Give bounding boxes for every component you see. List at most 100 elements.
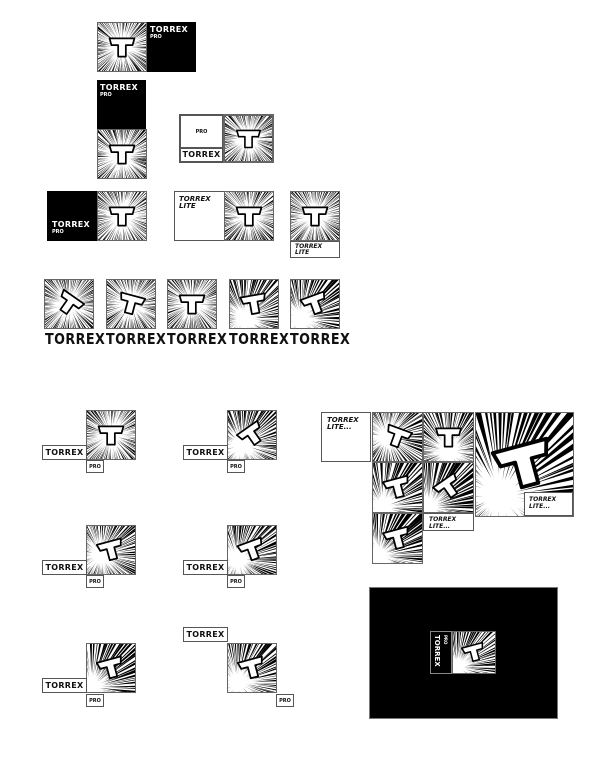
logo-tile bbox=[97, 22, 147, 72]
logo-tile bbox=[86, 410, 136, 460]
logo-tile bbox=[44, 279, 94, 329]
t-logo-icon bbox=[108, 37, 136, 58]
brand-label-box: TORREX bbox=[42, 560, 87, 575]
speed-lines-burst bbox=[45, 280, 93, 328]
brand-text: TORREX bbox=[150, 25, 189, 34]
brand-text: TORREX bbox=[327, 416, 359, 424]
logo-tile bbox=[229, 279, 279, 329]
t-logo-icon bbox=[387, 423, 414, 449]
speed-lines-burst bbox=[453, 632, 495, 673]
pro-label-box: PRO bbox=[276, 694, 294, 707]
speed-lines-burst bbox=[228, 644, 276, 692]
t-logo-icon bbox=[235, 206, 263, 227]
t-logo-icon bbox=[490, 436, 549, 490]
brand-label-box: TORREX bbox=[179, 147, 224, 163]
brand-text: TORREX bbox=[429, 516, 457, 523]
t-logo-icon bbox=[301, 206, 329, 227]
lite-text: LITE... bbox=[429, 523, 451, 530]
speed-lines-burst bbox=[225, 192, 273, 240]
brand-label-box: TORREX bbox=[42, 678, 87, 693]
t-logo-icon bbox=[299, 290, 326, 316]
speed-lines-burst bbox=[225, 116, 272, 161]
logo-tile bbox=[290, 279, 340, 329]
speed-lines-burst bbox=[87, 526, 135, 574]
speed-lines-burst bbox=[291, 192, 339, 240]
label-panel: PRO TORREX bbox=[430, 631, 452, 674]
t-logo-icon bbox=[95, 655, 122, 680]
t-logo-icon bbox=[235, 129, 262, 149]
t-logo-icon bbox=[120, 291, 147, 316]
t-logo-icon bbox=[59, 288, 86, 315]
t-logo-icon bbox=[178, 294, 206, 315]
brand-wordmark: TORREX bbox=[290, 330, 351, 348]
speed-lines-burst bbox=[98, 130, 146, 178]
t-logo-icon bbox=[382, 525, 409, 550]
logo-tile bbox=[452, 631, 496, 674]
brand-text: TORREX bbox=[100, 83, 139, 92]
logo-tile bbox=[372, 412, 423, 462]
pro-text: PRO bbox=[150, 34, 162, 40]
speed-lines-burst bbox=[168, 280, 216, 328]
speed-lines-burst bbox=[87, 411, 135, 459]
pro-label-box: PRO bbox=[227, 460, 245, 473]
lite-text: LITE bbox=[179, 202, 196, 210]
t-logo-icon bbox=[235, 419, 262, 446]
t-logo-icon bbox=[432, 472, 459, 499]
speed-lines-burst bbox=[291, 280, 339, 328]
brand-wordmark: TORREX bbox=[45, 330, 106, 348]
brand-text: TORREX bbox=[295, 243, 323, 250]
logo-tile bbox=[97, 191, 147, 241]
t-logo-icon bbox=[239, 292, 266, 315]
brand-text: TORREX bbox=[52, 220, 91, 229]
logo-tile bbox=[372, 462, 423, 513]
pro-text: PRO bbox=[443, 635, 448, 645]
logo-tile bbox=[224, 191, 274, 241]
logo-tile bbox=[290, 191, 340, 241]
t-logo-icon bbox=[236, 536, 263, 562]
brand-wordmark: TORREX bbox=[167, 330, 228, 348]
logo-tile bbox=[167, 279, 217, 329]
logo-tile bbox=[97, 129, 147, 179]
lite-text: LITE bbox=[295, 249, 310, 256]
pro-label-box: PRO bbox=[227, 575, 245, 588]
speed-lines-burst bbox=[98, 23, 146, 71]
brand-text: TORREX bbox=[179, 195, 211, 203]
brand-wordmark: TORREX bbox=[106, 330, 167, 348]
logo-tile bbox=[372, 513, 423, 564]
logo-tile bbox=[227, 410, 277, 460]
speed-lines-burst bbox=[424, 463, 473, 512]
brand-text: TORREX bbox=[529, 496, 557, 503]
pro-text: PRO bbox=[100, 92, 112, 98]
speed-lines-burst bbox=[228, 411, 276, 459]
logo-tile bbox=[106, 279, 156, 329]
lite-text: LITE... bbox=[529, 503, 551, 510]
logo-tile bbox=[86, 525, 136, 575]
brand-label-box: TORREX bbox=[42, 445, 87, 460]
speed-lines-burst bbox=[87, 644, 135, 692]
t-logo-icon bbox=[95, 537, 122, 562]
brand-label-box: TORREX bbox=[183, 445, 228, 460]
logo-tile bbox=[86, 643, 136, 693]
speed-lines-burst bbox=[373, 413, 422, 461]
pro-label-box: PRO bbox=[179, 114, 224, 149]
logo-tile bbox=[423, 412, 474, 462]
logo-tile bbox=[223, 114, 274, 163]
speed-lines-burst bbox=[373, 463, 422, 512]
t-logo-icon bbox=[97, 425, 125, 446]
speed-lines-burst bbox=[373, 514, 422, 563]
pro-label-box: PRO bbox=[86, 575, 104, 588]
t-logo-icon bbox=[382, 474, 409, 499]
t-logo-icon bbox=[461, 641, 484, 663]
logo-tile bbox=[423, 462, 474, 513]
speed-lines-burst bbox=[107, 280, 155, 328]
brand-wordmark: TORREX bbox=[229, 330, 290, 348]
brand-label-box: TORREX bbox=[183, 560, 228, 575]
logo-tile bbox=[227, 525, 277, 575]
